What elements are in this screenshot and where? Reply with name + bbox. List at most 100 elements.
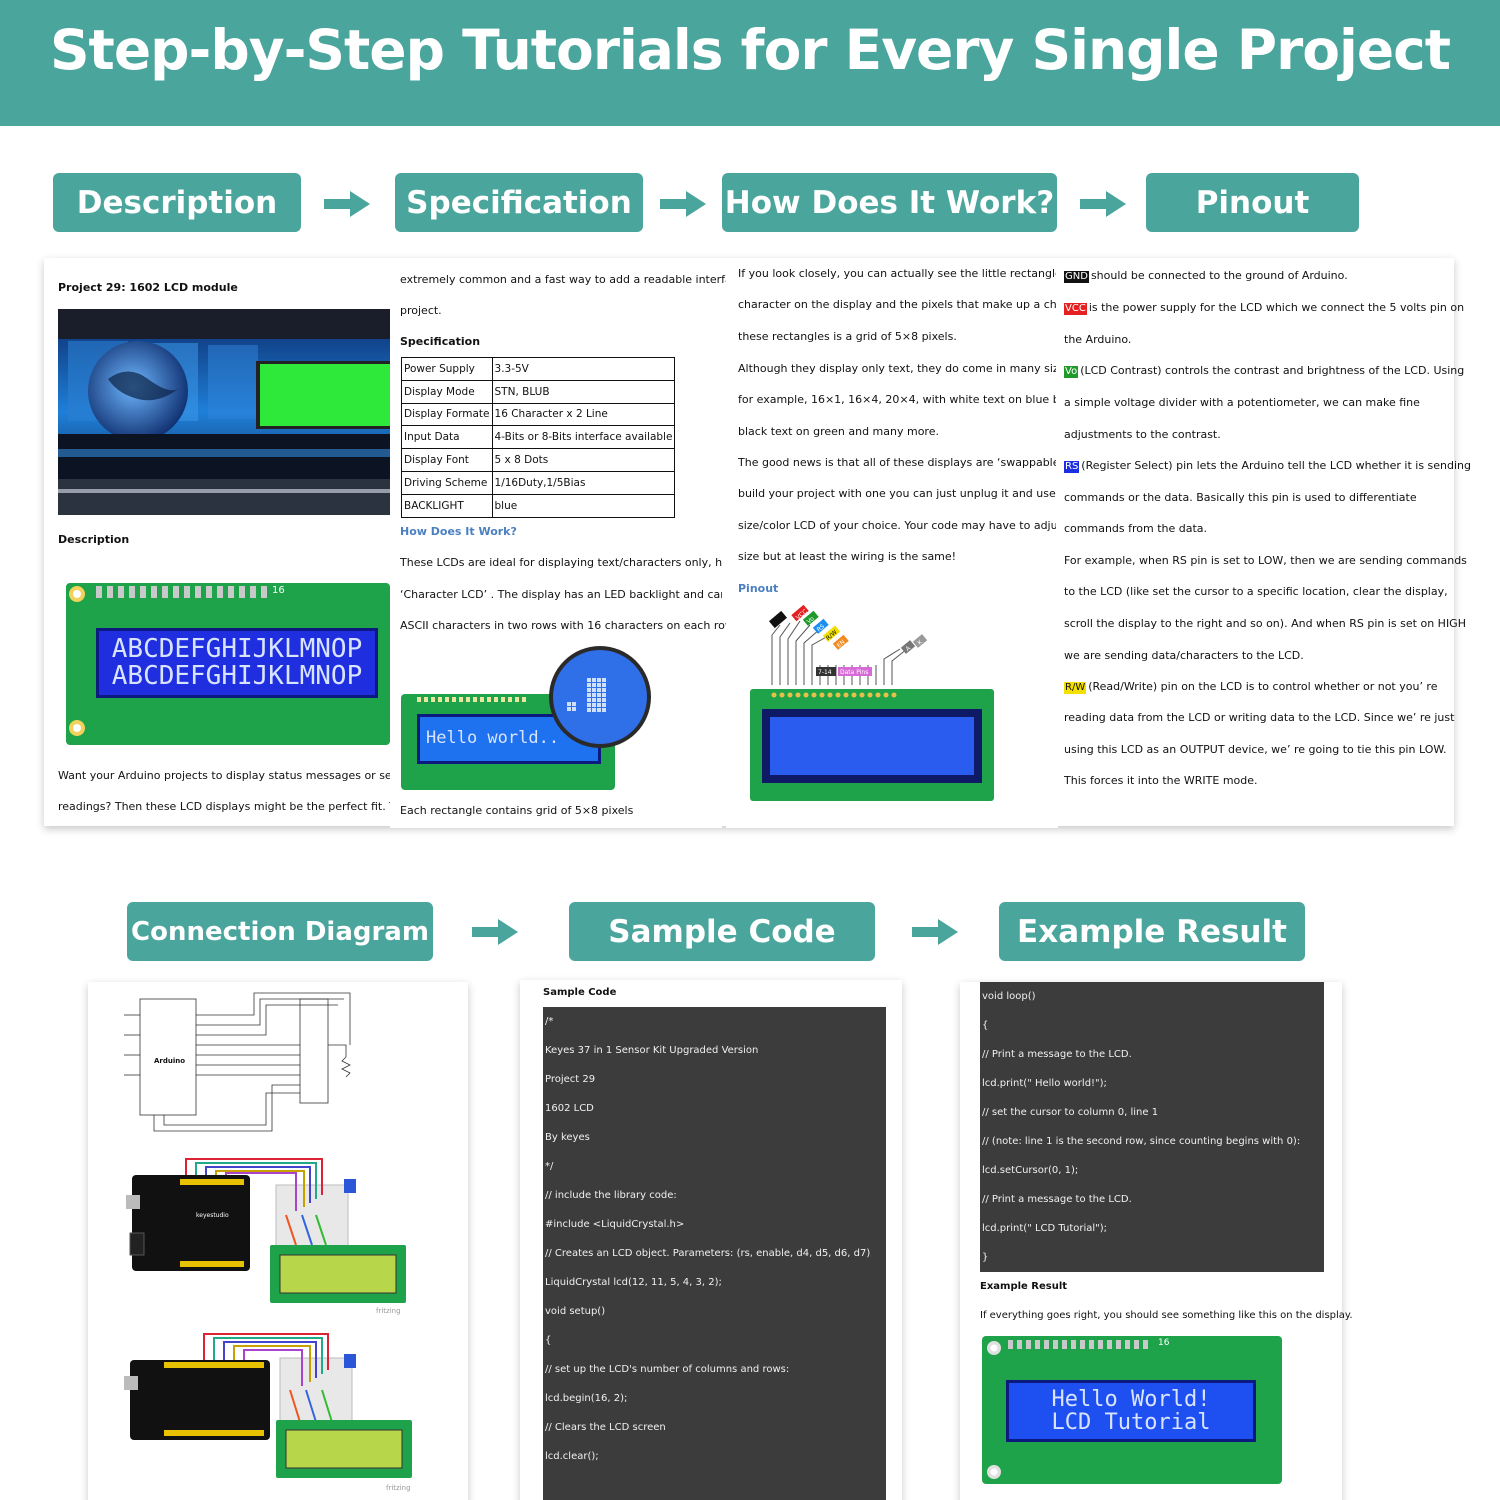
code-line: lcd.print(" Hello world!"); <box>982 1078 1107 1089</box>
how-it-works-link[interactable]: How Does It Work? <box>400 525 517 538</box>
pin-header <box>96 586 267 598</box>
lcd-result-photo: 16 Hello World! LCD Tutorial <box>982 1336 1282 1484</box>
spec-intro: extremely common and a fast way to add a… <box>400 273 760 286</box>
spec-value: 1/16Duty,1/5Bias <box>491 470 676 495</box>
spec-value: STN, BLUB <box>491 379 676 404</box>
arduino-label: Arduino <box>154 1057 185 1065</box>
pinout-text: commands or the data. Basically this pin… <box>1064 491 1417 504</box>
step-example-result: Example Result <box>999 902 1305 961</box>
mounting-hole-icon <box>69 586 85 602</box>
step-label: Description <box>76 184 278 221</box>
pin-header <box>417 697 526 702</box>
how-text: build your project with one you can just… <box>738 488 1056 499</box>
code-line: lcd.begin(16, 2); <box>545 1393 628 1404</box>
step-specification: Specification <box>395 173 643 232</box>
lcd-line-1: Hello World! <box>1051 1386 1211 1412</box>
code-line: { <box>545 1335 552 1346</box>
data-pins-label: Data Pins <box>840 669 868 676</box>
breadboard-mega-wiring: fritzing <box>124 1333 412 1492</box>
step-label: How Does It Work? <box>724 184 1055 221</box>
gnd-desc: should be connected to the ground of Ard… <box>1090 269 1348 282</box>
how-text: Although they display only text, they do… <box>738 363 1056 374</box>
how-text: If you look closely, you can actually se… <box>738 268 1056 279</box>
arrow-right-icon <box>472 919 518 945</box>
rs-chip: RS <box>1064 461 1080 473</box>
description-text: Want your Arduino projects to display st… <box>58 769 390 782</box>
how-text: The good news is that all of these displ… <box>738 457 1056 468</box>
spec-key: BACKLIGHT <box>401 493 493 518</box>
lcd-line-1: ABCDEFGHIJKLMNOP <box>111 633 363 664</box>
pinout-text: For example, when RS pin is set to LOW, … <box>1064 554 1467 567</box>
breadboard-uno-wiring: keyestudio fritzing <box>126 1158 406 1315</box>
description-text: readings? Then these LCD displays might … <box>58 800 390 813</box>
code-line: // Print a message to the LCD. <box>982 1049 1132 1060</box>
pinout-text: scroll the display to the right and so o… <box>1064 617 1466 630</box>
pinout-diagram: GND VCC Vo RS R/W EN 7-14 Data Pins A K <box>750 605 994 801</box>
code-line: // (note: line 1 is the second row, sinc… <box>982 1136 1301 1147</box>
rs-desc: (Register Select) pin lets the Arduino t… <box>1081 459 1472 472</box>
mounting-hole-icon <box>69 720 85 736</box>
spec-key: Display Formate <box>401 402 493 427</box>
lcd-module-photo: 16 ABCDEFGHIJKLMNOP ABCDEFGHIJKLMNOP <box>66 583 390 745</box>
spec-text: These LCDs are ideal for displaying text… <box>400 557 722 568</box>
lcd-line-2: LCD Tutorial <box>1051 1410 1211 1435</box>
fritzing-label: fritzing <box>376 1307 401 1315</box>
fritzing-label: fritzing <box>386 1484 411 1492</box>
code-line: lcd.clear(); <box>545 1451 599 1462</box>
spec-value: blue <box>491 493 676 518</box>
pinout-text: commands from the data. <box>1064 522 1208 535</box>
pixel-magnifier-icon <box>549 646 651 748</box>
step-description: Description <box>53 173 301 232</box>
pinout-text: This forces it into the WRITE mode. <box>1064 774 1258 787</box>
lcd-screen: ABCDEFGHIJKLMNOP ABCDEFGHIJKLMNOP <box>96 628 378 698</box>
pinout-text: reading data from the LCD or writing dat… <box>1064 711 1455 724</box>
mounting-hole-icon <box>987 1341 1001 1355</box>
spec-key: Power Supply <box>401 357 493 381</box>
vcc-desc: is the power supply for the LCD which we… <box>1088 301 1465 314</box>
spec-key: Input Data <box>401 425 493 450</box>
step-label: Connection Diagram <box>131 916 429 947</box>
code-line: lcd.setCursor(0, 1); <box>982 1165 1079 1176</box>
mounting-hole-icon <box>987 1465 1001 1479</box>
step-label: Example Result <box>1017 913 1287 950</box>
code-line: // set the cursor to column 0, line 1 <box>982 1107 1159 1118</box>
how-text: these rectangles is a grid of 5×8 pixels… <box>738 330 957 343</box>
vo-desc: (LCD Contrast) controls the contrast and… <box>1080 364 1465 377</box>
step-pinout: Pinout <box>1146 173 1359 232</box>
how-text: character on the display and the pixels … <box>738 299 1056 310</box>
spec-value: 3.3-5V <box>491 357 676 381</box>
pinout-text: using this LCD as an OUTPUT device, we’ … <box>1064 743 1447 756</box>
page-title: Step-by-Step Tutorials for Every Single … <box>49 18 1451 82</box>
pinout-link[interactable]: Pinout <box>738 582 779 595</box>
code-line: */ <box>545 1161 554 1172</box>
header-banner: Step-by-Step Tutorials for Every Single … <box>0 0 1500 126</box>
pin-header <box>1008 1340 1148 1349</box>
spec-key: Display Mode <box>401 379 493 404</box>
code-line: lcd.print(" LCD Tutorial"); <box>982 1223 1108 1234</box>
data-pin-range: 7-14 <box>818 669 832 676</box>
pin-label-en: EN <box>836 639 847 650</box>
studio-photo <box>58 309 390 515</box>
arrow-right-icon <box>324 191 370 217</box>
rw-desc: (Read/Write) pin on the LCD is to contro… <box>1088 680 1438 693</box>
example-result-heading: Example Result <box>980 1281 1068 1292</box>
spec-key: Driving Scheme <box>401 470 493 495</box>
code-line: By keyes <box>545 1132 590 1143</box>
sample-code-heading: Sample Code <box>543 987 617 998</box>
arrow-right-icon <box>912 919 958 945</box>
step-label: Sample Code <box>608 913 836 950</box>
code-line: Project 29 <box>545 1074 596 1085</box>
code-line: LiquidCrystal lcd(12, 11, 5, 4, 3, 2); <box>545 1277 722 1288</box>
spec-value: 5 x 8 Dots <box>491 448 676 472</box>
step-sample-code: Sample Code <box>569 902 875 961</box>
vcc-chip: VCC <box>1064 303 1087 315</box>
spec-intro: project. <box>400 304 442 317</box>
how-text: black text on green and many more. <box>738 425 939 438</box>
pixel-caption: Each rectangle contains grid of 5×8 pixe… <box>400 804 634 817</box>
